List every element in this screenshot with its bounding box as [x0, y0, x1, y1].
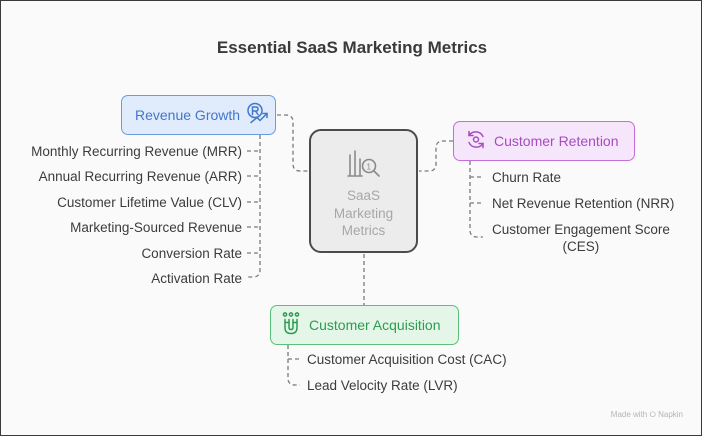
- svg-text:1: 1: [367, 163, 372, 172]
- customer-acquisition-node: Customer Acquisition: [270, 305, 459, 345]
- central-node-label: SaaS Marketing Metrics: [333, 188, 394, 238]
- revenue-growth-node: Revenue Growth: [121, 95, 276, 135]
- revenue-growth-icon: [246, 102, 270, 129]
- made-with-napkin-watermark: Made with ⭘ Napkin: [610, 410, 683, 419]
- diagram-title: Essential SaaS Marketing Metrics: [216, 38, 488, 57]
- revenue-item: Conversion Rate: [141, 246, 242, 261]
- revenue-item: Marketing-Sourced Revenue: [70, 220, 242, 235]
- revenue-item: Customer Lifetime Value (CLV): [57, 195, 242, 210]
- magnet-icon: [281, 312, 301, 339]
- bar-chart-search-icon: 1: [347, 147, 381, 184]
- refresh-cycle-icon: [465, 129, 487, 154]
- acquisition-item: Lead Velocity Rate (LVR): [307, 378, 458, 393]
- revenue-item: Monthly Recurring Revenue (MRR): [31, 144, 242, 159]
- central-node: 1 SaaS Marketing Metrics: [309, 129, 418, 253]
- acquisition-item: Customer Acquisition Cost (CAC): [307, 352, 507, 367]
- retention-item: Churn Rate: [492, 170, 562, 185]
- customer-acquisition-label: Customer Acquisition: [309, 317, 441, 333]
- customer-retention-node: Customer Retention: [453, 121, 635, 161]
- retention-item: Customer Engagement Score (CES): [492, 222, 670, 254]
- revenue-item: Annual Recurring Revenue (ARR): [38, 169, 242, 184]
- revenue-item: Activation Rate: [151, 271, 242, 286]
- customer-retention-label: Customer Retention: [494, 133, 619, 149]
- revenue-growth-label: Revenue Growth: [135, 107, 241, 123]
- retention-item: Net Revenue Retention (NRR): [492, 196, 675, 211]
